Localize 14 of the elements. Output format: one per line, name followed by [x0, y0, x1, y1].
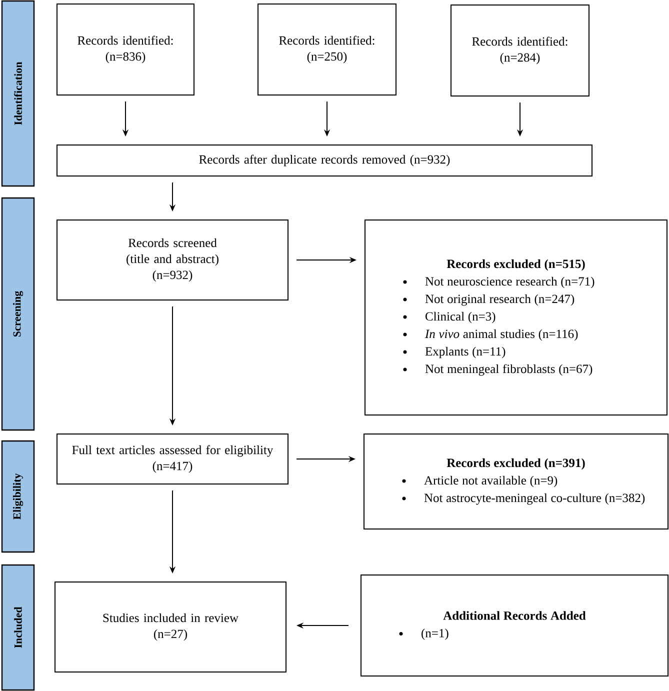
- phase-band: Screening: [1, 197, 35, 431]
- phase-band: Identification: [1, 0, 35, 187]
- exclusion-box: Additional Records Added (n=1): [360, 574, 668, 676]
- process-box: Records identified: (n=250): [258, 4, 396, 96]
- process-box: Records identified: (n=284): [450, 4, 590, 96]
- process-box: Records after duplicate records removed (n=932): [56, 144, 592, 176]
- phase-band: Eligibility: [1, 440, 35, 553]
- process-box: Full text articles assessed for eligibility (n=417): [56, 434, 288, 484]
- process-box: Studies included in review (n=27): [54, 582, 286, 672]
- phase-band: Included: [1, 564, 35, 691]
- process-box: Records screened (title and abstract) (n=932): [56, 220, 288, 300]
- exclusion-box: Records excluded (n=515) Not neuroscience research (n=71) Not original research (n=247) Clinical (n=3) In vivo animal studies (n=116) Explants (n=11) Not meningeal fibroblasts (n=67): [364, 220, 668, 416]
- exclusion-box: Records excluded (n=391) Article not available (n=9) Not astrocyte-meningeal co-culture (n=382): [364, 434, 668, 530]
- process-box: Records identified: (n=836): [56, 4, 194, 96]
